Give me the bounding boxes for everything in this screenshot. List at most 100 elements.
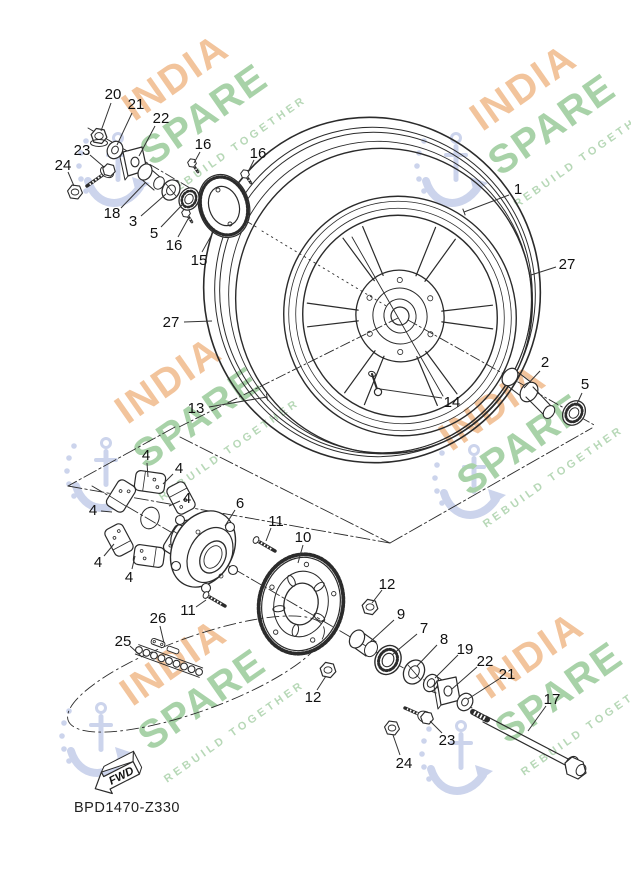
leader-line [208,396,268,408]
part-number-13: 13 [188,400,205,417]
part-number-4: 4 [89,502,97,519]
part-number-4: 4 [125,569,133,586]
hub-pointer-line [351,236,444,397]
leader-line [89,154,105,168]
chain-joint-26 [150,637,180,655]
part-number-5: 5 [150,225,158,242]
chain-puller-cluster-left [66,127,200,211]
collar-19 [422,673,443,694]
part-number-20: 20 [105,86,122,103]
part-number-27: 27 [559,256,576,273]
sensor-rotor-15 [197,173,251,239]
nut-12 [360,597,380,617]
drive-chain-25 [134,644,204,678]
leader-line [523,370,541,389]
collar-18 [137,163,165,191]
sprocket-stud-11 [200,588,227,608]
part-number-12: 12 [379,576,396,593]
part-number-4: 4 [175,460,183,477]
sprocket-stud-11 [250,533,277,553]
spokes-and-hub [306,226,494,406]
part-number-21: 21 [499,666,516,683]
puller-block-22 [433,676,461,710]
part-number-22: 22 [477,653,494,670]
part-number-25: 25 [115,633,132,650]
part-number-5: 5 [581,376,589,393]
leader-line [527,705,547,732]
part-number-7: 7 [420,620,428,637]
leader-line [201,235,212,253]
leader-line [159,625,165,644]
part-number-21: 21 [128,96,145,113]
axle-cluster-right [318,597,587,780]
leader-line [434,654,459,679]
nut-12 [318,660,338,680]
leader-line [160,203,184,228]
part-number-11: 11 [268,513,284,530]
leader-line [100,510,113,513]
damper-set-4 [102,469,198,569]
nut-24 [66,183,84,201]
diagram-code: BPD1470-Z330 [74,800,180,816]
wheel-axle-17 [470,709,587,780]
part-number-4: 4 [183,490,191,507]
oil-seal-8 [402,659,426,685]
leader-line [183,320,213,323]
bearing-5-right [561,400,587,426]
leader-line [103,543,115,557]
part-number-14: 14 [444,394,461,411]
nut-24 [383,719,401,737]
part-number-16: 16 [195,136,212,153]
sprocket-10 [256,552,346,656]
watermark-anchor-wrench-icon [414,134,488,203]
part-number-11: 11 [180,602,196,619]
valve-stem [368,370,383,397]
leader-line [467,678,500,700]
part-number-26: 26 [150,610,167,627]
leader-line [416,644,438,667]
leader-line [193,151,201,164]
part-number-9: 9 [397,606,405,623]
part-number-1: 1 [514,181,522,198]
leader-tick [265,393,269,401]
leader-line [316,675,327,691]
leader-line [369,619,395,643]
leader-line [177,218,189,238]
part-number-22: 22 [153,110,170,127]
leader-line [451,666,478,690]
bearing-5-left [178,187,200,211]
leader-line [371,589,383,604]
clutch-hub-6 [169,510,239,594]
part-number-24: 24 [55,157,72,174]
part-number-3: 3 [129,213,137,230]
part-number-16: 16 [166,237,183,254]
leader-line [297,544,304,564]
leader-tick [462,208,466,216]
rim [283,195,517,437]
part-number-6: 6 [236,495,244,512]
part-number-23: 23 [439,732,456,749]
part-number-4: 4 [142,447,150,464]
leader-line [391,633,418,656]
spacer-9 [348,629,378,658]
leader-line [162,473,174,485]
drive-chain-loop [67,615,325,733]
part-number-18: 18 [104,205,121,222]
part-number-4: 4 [94,554,102,571]
leader-line [146,462,149,478]
leader-line [379,388,443,399]
part-number-15: 15 [191,252,208,269]
leader-line [116,112,133,146]
leader-line [530,266,557,276]
leader-line [67,171,75,187]
leader-line [100,102,112,132]
leader-line [224,509,236,527]
adjuster-bolt-23 [403,706,435,726]
part-number-23: 23 [74,142,91,159]
part-number-17: 17 [544,691,561,708]
rotor-bolt-16 [240,170,253,183]
